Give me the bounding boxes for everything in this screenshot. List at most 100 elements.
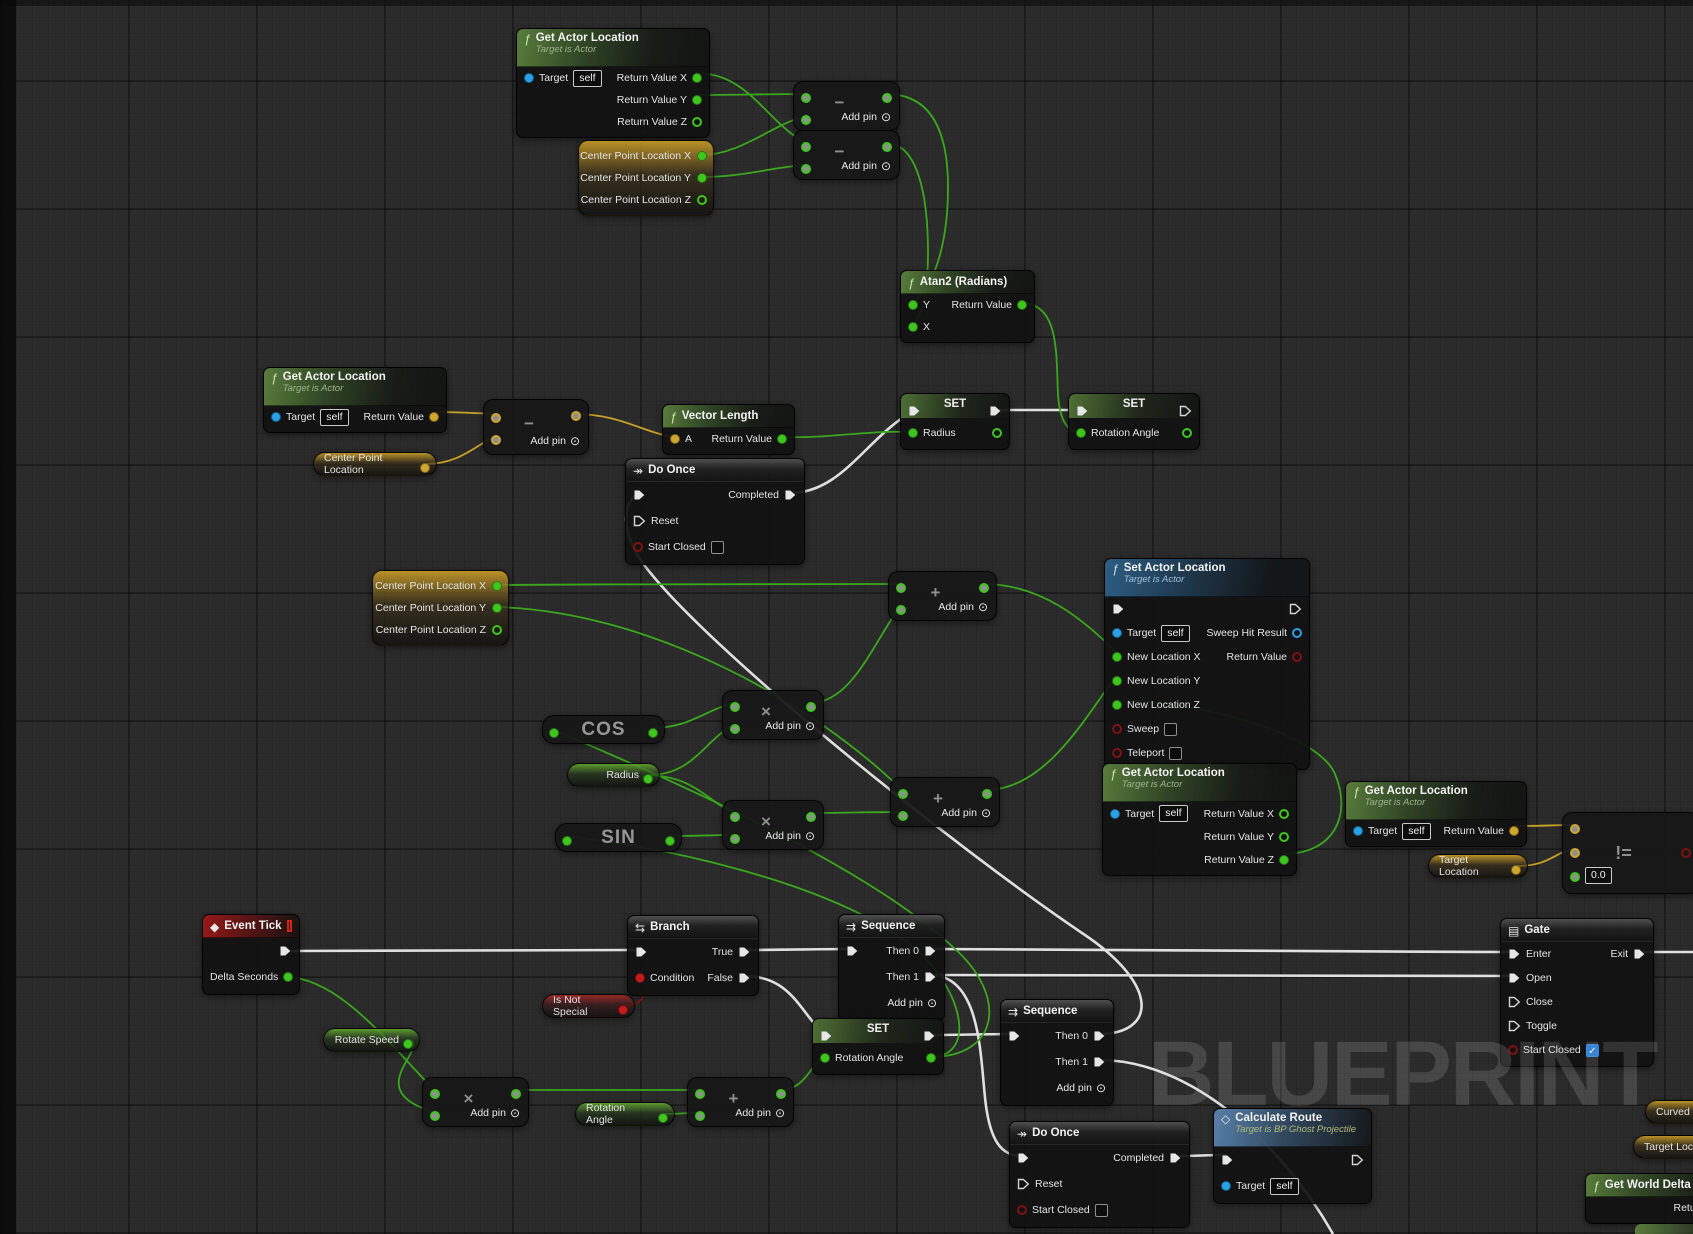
wire[interactable] [809, 605, 901, 704]
exec-pin[interactable] [784, 489, 797, 501]
wire[interactable] [700, 115, 806, 156]
wire[interactable] [495, 583, 901, 586]
data-pin-green[interactable] [1017, 300, 1027, 310]
data-pin-green[interactable] [908, 322, 918, 332]
exec-pin[interactable] [908, 405, 921, 417]
data-pin-green[interactable] [896, 583, 906, 593]
wire[interactable] [929, 973, 1514, 978]
add-pin-button[interactable]: Add pin⊙ [887, 996, 937, 1010]
curved-getter[interactable]: Curved [1645, 1100, 1693, 1124]
wire[interactable] [743, 947, 852, 952]
get-actor-location-4[interactable]: ƒ Get Actor Location Target is Actor Tar… [1345, 781, 1527, 847]
exec-pin[interactable] [635, 946, 648, 958]
exec-pin[interactable] [989, 405, 1002, 417]
value-field[interactable]: self [320, 408, 349, 426]
data-pin-gold[interactable] [491, 413, 501, 423]
data-pin-green[interactable] [898, 789, 908, 799]
data-pin-green[interactable] [695, 1089, 705, 1099]
wire[interactable] [495, 606, 903, 791]
data-pin-green[interactable] [492, 625, 502, 635]
exec-pin[interactable] [1289, 603, 1302, 615]
get-actor-location-1[interactable]: ƒ Get Actor Location Target is Actor Tar… [516, 28, 710, 138]
not-equal[interactable]: 0.0!= [1562, 812, 1693, 894]
calculate-route[interactable]: ◇ Calculate Route Target is BP Ghost Pro… [1213, 1108, 1372, 1204]
value-field[interactable]: self [1161, 624, 1190, 642]
data-pin-green[interactable] [511, 1089, 521, 1099]
data-pin-green[interactable] [1279, 808, 1289, 819]
event-tick[interactable]: ◆ Event Tick Delta Seconds [202, 914, 300, 995]
clipped-node-sliver[interactable] [1635, 1224, 1693, 1234]
add-pin-button[interactable]: Add pin⊙ [1056, 1081, 1106, 1095]
data-pin-green[interactable] [776, 1089, 786, 1099]
exec-pin[interactable] [633, 515, 646, 527]
data-pin-blue[interactable] [1353, 826, 1363, 836]
data-pin-blue[interactable] [271, 412, 281, 422]
data-pin-darkred[interactable] [1112, 748, 1122, 758]
checkbox[interactable] [1169, 746, 1183, 760]
checkbox[interactable]: ✓ [1585, 1043, 1599, 1057]
target-location-getter[interactable]: Target Location [1428, 854, 1528, 878]
exec-pin[interactable] [1508, 948, 1521, 960]
add-1[interactable]: +Add pin⊙ [888, 571, 997, 621]
exec-pin[interactable] [1017, 1178, 1030, 1190]
data-pin-green[interactable] [898, 811, 908, 821]
data-pin-green[interactable] [430, 1111, 440, 1121]
data-pin-green[interactable] [806, 702, 816, 712]
exec-pin[interactable] [1179, 405, 1192, 417]
data-pin-darkred[interactable] [1112, 724, 1122, 734]
data-pin-green[interactable] [1279, 854, 1289, 865]
data-pin-green[interactable] [730, 724, 740, 734]
data-pin-blue[interactable] [524, 73, 534, 83]
set-actor-location[interactable]: ƒ Set Actor Location Target is Actor Tar… [1104, 558, 1310, 770]
exec-pin[interactable] [1351, 1154, 1364, 1166]
add-pin-button[interactable]: Add pin⊙ [841, 159, 891, 173]
exec-pin[interactable] [1169, 1152, 1182, 1164]
data-pin-green[interactable] [695, 1111, 705, 1121]
exec-pin[interactable] [846, 945, 859, 957]
checkbox[interactable] [710, 540, 724, 554]
value-field[interactable]: self [573, 69, 602, 87]
add-pin-button[interactable]: Add pin⊙ [765, 829, 815, 843]
data-pin-green[interactable] [692, 95, 702, 105]
data-pin-green[interactable] [1112, 700, 1122, 710]
data-pin-green[interactable] [896, 605, 906, 615]
data-pin-blue[interactable] [1221, 1181, 1231, 1191]
wire[interactable] [574, 413, 675, 438]
data-pin-green[interactable] [777, 434, 787, 444]
data-pin-gold[interactable] [670, 434, 680, 444]
rotate-speed-getter[interactable]: Rotate Speed [323, 1028, 420, 1052]
data-pin-green[interactable] [806, 812, 816, 822]
add-pin-button[interactable]: Add pin⊙ [941, 806, 991, 820]
data-pin-green[interactable] [643, 774, 653, 784]
exec-pin[interactable] [1093, 1030, 1106, 1042]
data-pin-green[interactable] [1570, 872, 1580, 882]
data-pin-gold[interactable] [1570, 848, 1580, 858]
add-2[interactable]: +Add pin⊙ [890, 777, 1000, 827]
data-pin-green[interactable] [1182, 428, 1192, 438]
checkbox[interactable] [1164, 722, 1178, 736]
exec-pin[interactable] [1093, 1056, 1106, 1068]
data-pin-green[interactable] [697, 195, 707, 205]
exec-pin[interactable] [820, 1030, 833, 1042]
exec-pin[interactable] [633, 489, 646, 501]
wire[interactable] [284, 948, 641, 953]
wire[interactable] [789, 409, 914, 495]
data-pin-blue[interactable] [1110, 808, 1120, 819]
data-pin-green[interactable] [1112, 652, 1122, 662]
exec-pin[interactable] [1508, 1020, 1521, 1032]
sin[interactable]: SIN [555, 823, 682, 852]
set-radius[interactable]: SET Radius [900, 393, 1010, 450]
add-3[interactable]: +Add pin⊙ [687, 1077, 794, 1127]
get-actor-location-2[interactable]: ƒ Get Actor Location Target is Actor Tar… [263, 367, 447, 433]
exec-pin[interactable] [738, 972, 751, 984]
exec-pin[interactable] [279, 945, 292, 957]
data-pin-darkred[interactable] [1017, 1205, 1027, 1215]
data-pin-blue[interactable] [1112, 628, 1122, 638]
multiply-2[interactable]: ×Add pin⊙ [722, 800, 824, 850]
data-pin-gold[interactable] [1570, 824, 1580, 834]
multiply-1[interactable]: ×Add pin⊙ [722, 690, 824, 740]
